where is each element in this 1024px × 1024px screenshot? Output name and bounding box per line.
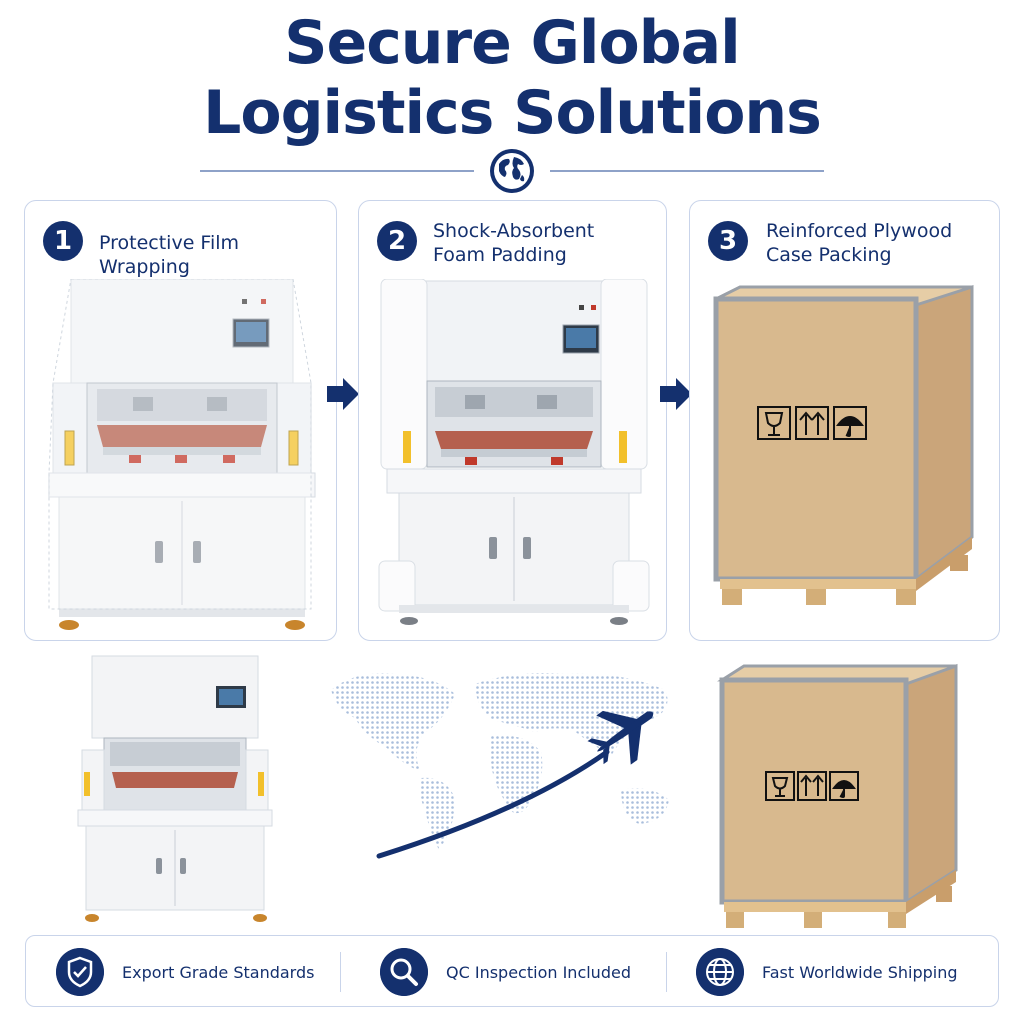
map-australia xyxy=(621,788,669,824)
step-number-2: 2 xyxy=(377,221,417,261)
feature-separator-1 xyxy=(340,952,341,992)
film-wrapped-machine-image xyxy=(48,279,316,630)
step-label-2-line-1: Shock-Absorbent xyxy=(433,220,595,242)
feature-worldwide-shipping: Fast Worldwide Shipping xyxy=(696,936,986,1008)
feature-separator-2 xyxy=(666,952,667,992)
plywood-crate-image xyxy=(713,284,974,605)
keep-dry-umbrella-icon xyxy=(833,406,867,440)
arrow-right-icon-1 xyxy=(327,378,359,410)
feature-label-3: Fast Worldwide Shipping xyxy=(762,963,958,982)
step-card-3: 3 Reinforced Plywood Case Packing xyxy=(689,200,1000,641)
map-north-america xyxy=(331,673,455,772)
step-card-1: 1 Protective Film Wrapping xyxy=(24,200,337,641)
globe-icon xyxy=(490,149,534,193)
title-line-2: Logistics Solutions xyxy=(203,78,822,148)
globe-icon xyxy=(696,948,744,996)
step-label-1: Protective Film Wrapping xyxy=(99,231,326,279)
this-way-up-icon xyxy=(795,406,829,440)
step-label-2: Shock-Absorbent Foam Padding xyxy=(433,219,594,267)
world-map-flight-image xyxy=(331,673,669,859)
step-number-3: 3 xyxy=(708,221,748,261)
shipping-crate-image xyxy=(717,663,958,928)
step-label-2-line-2: Foam Padding xyxy=(433,244,567,266)
feature-qc-inspection: QC Inspection Included xyxy=(380,936,670,1008)
divider-line-right xyxy=(550,170,824,172)
step-number-1: 1 xyxy=(43,221,83,261)
feature-label-1: Export Grade Standards xyxy=(122,963,315,982)
step-header-2: 2 Shock-Absorbent Foam Padding xyxy=(377,217,656,277)
flight-path-trail xyxy=(376,749,610,859)
fragile-glass-icon xyxy=(757,406,791,440)
divider-line-left xyxy=(200,170,474,172)
map-africa xyxy=(490,735,543,814)
feature-bar: Export Grade Standards QC Inspection Inc… xyxy=(25,935,999,1007)
foam-padded-machine-image xyxy=(378,279,650,625)
step-label-3-line-2: Case Packing xyxy=(766,244,892,266)
step-header-3: 3 Reinforced Plywood Case Packing xyxy=(708,217,989,277)
shield-check-icon xyxy=(56,948,104,996)
step-header-1: 1 Protective Film Wrapping xyxy=(43,217,326,279)
finished-machine-image xyxy=(77,655,273,922)
step-label-3: Reinforced Plywood Case Packing xyxy=(766,219,952,267)
page-title: Secure Global Logistics Solutions xyxy=(0,8,1024,148)
arrow-right-icon-2 xyxy=(660,378,692,410)
airplane-icon xyxy=(587,710,654,765)
step-label-3-line-1: Reinforced Plywood xyxy=(766,220,953,242)
feature-export-grade: Export Grade Standards xyxy=(56,936,346,1008)
feature-label-2: QC Inspection Included xyxy=(446,963,631,982)
step-card-2: 2 Shock-Absorbent Foam Padding xyxy=(358,200,667,641)
title-line-1: Secure Global xyxy=(284,8,740,78)
step-label-1-line-1: Protective Film Wrapping xyxy=(99,232,240,278)
title-divider xyxy=(0,148,1024,194)
magnifier-check-icon xyxy=(380,948,428,996)
